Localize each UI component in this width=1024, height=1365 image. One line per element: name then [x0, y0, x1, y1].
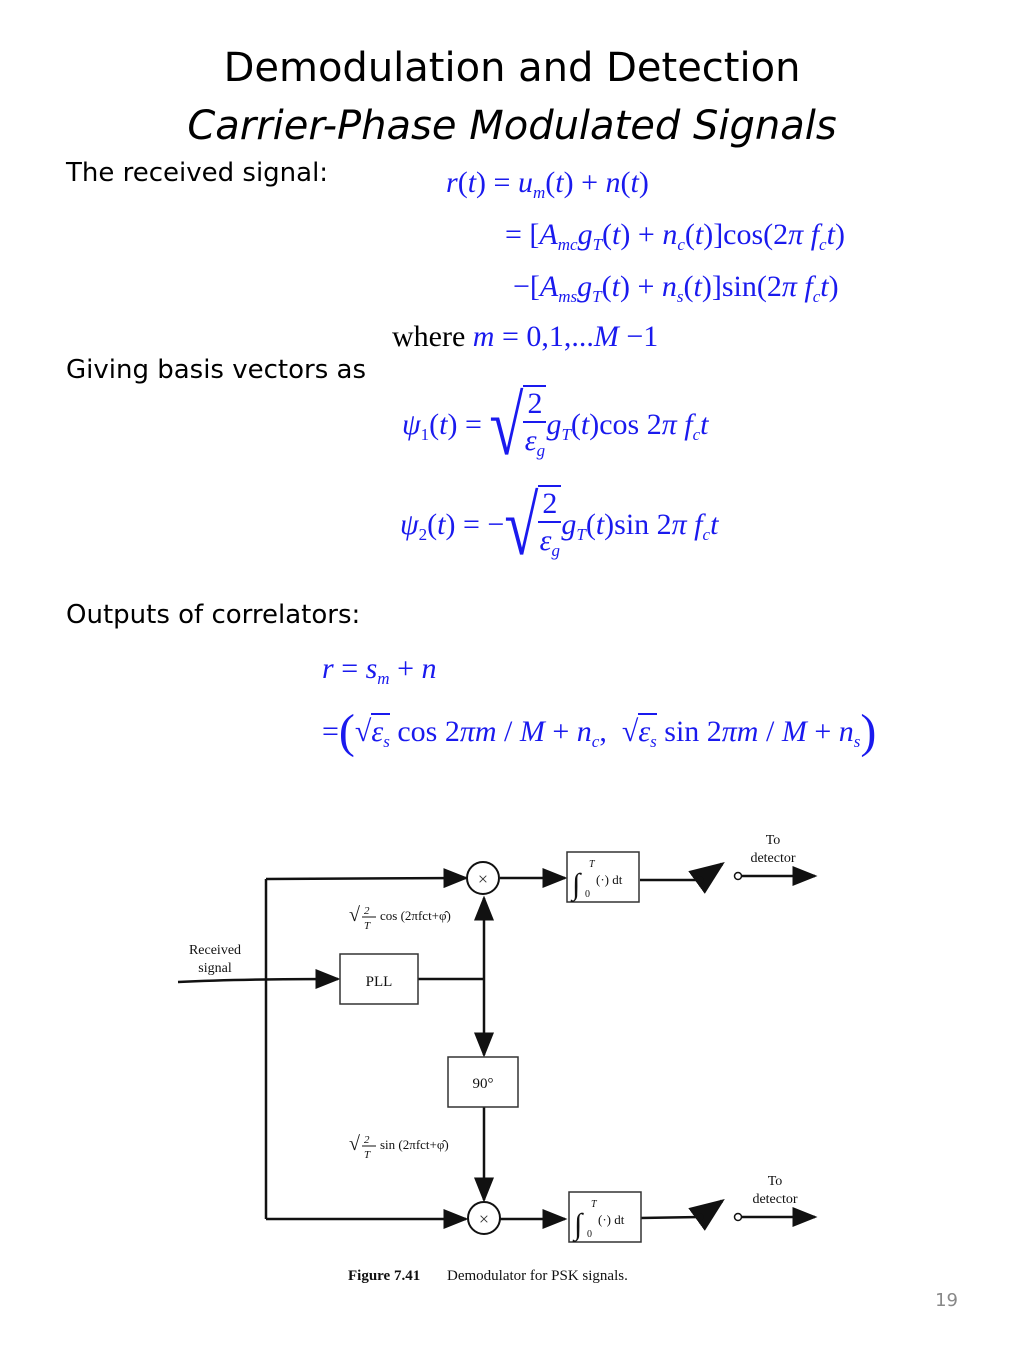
top-int-upper: T	[589, 859, 596, 870]
top-switch-contact	[733, 871, 743, 881]
top-integrator-block	[566, 851, 640, 903]
top-multiplier-symbol: ×	[478, 869, 488, 889]
cos-ref-label: cos (2πfct+φ̂)	[380, 908, 451, 923]
phase-shift-label: 90°	[473, 1076, 494, 1092]
bottom-multiplier-symbol: ×	[479, 1209, 489, 1229]
slide-subtitle: Carrier-Phase Modulated Signals	[187, 103, 837, 149]
sin-ref-label: sin (2πfct+φ̂)	[380, 1137, 449, 1152]
received-signal-label-2: signal	[198, 961, 232, 976]
page-number: 19	[935, 1290, 958, 1311]
bottom-output-label-1: To	[768, 1174, 783, 1189]
bottom-switch-pivot	[696, 1213, 704, 1221]
received-equation-line1: r(t) = um(t) + n(t)	[446, 166, 649, 202]
sin-ref-sqrt: √	[349, 1133, 360, 1155]
phase-shift-block	[447, 1056, 519, 1108]
output-equation-line1: r = sm + n	[322, 652, 437, 688]
pll-label: PLL	[366, 974, 393, 990]
top-switch-pivot	[696, 876, 704, 884]
correlator-outputs-label: Outputs of correlators:	[66, 600, 361, 630]
where-clause: where m = 0,1,...M −1	[392, 320, 659, 353]
bottom-int-lower: 0	[587, 1229, 592, 1240]
slide-title: Demodulation and Detection	[223, 45, 801, 91]
input-line	[177, 969, 341, 990]
cos-ref-num: 2	[364, 905, 370, 917]
bottom-output-label-2: detector	[752, 1192, 797, 1207]
bottom-int-upper: T	[591, 1199, 598, 1210]
top-switch-arm	[688, 861, 725, 894]
basis-vectors-label: Giving basis vectors as	[66, 355, 367, 385]
top-int-body: (·) dt	[596, 872, 623, 887]
top-integral-sign: ∫	[570, 868, 582, 903]
cos-ref-sqrt: √	[349, 904, 360, 926]
sin-ref-num: 2	[364, 1134, 370, 1146]
bottom-integral-sign: ∫	[572, 1208, 584, 1243]
bottom-switch-contact	[733, 1212, 743, 1222]
received-equation-line2: = [AmcgT(t) + nc(t)]cos(2π fct)	[505, 218, 845, 254]
output-equation-line2: =(√εs cos 2πm / M + nc, √εs sin 2πm / M …	[322, 705, 877, 758]
figure-caption-number: Figure 7.41	[348, 1268, 420, 1284]
sin-ref-den: T	[364, 1149, 371, 1161]
received-signal-label: The received signal:	[66, 158, 329, 188]
figure-caption-text: Demodulator for PSK signals.	[447, 1268, 628, 1284]
bottom-int-out-line	[639, 1215, 701, 1220]
top-output-label-2: detector	[750, 851, 795, 866]
where-word: where	[392, 320, 466, 353]
received-signal-label-1: Received	[189, 943, 241, 958]
received-equation-line3: −[AmsgT(t) + ns(t)]sin(2π fct)	[513, 270, 839, 306]
top-int-lower: 0	[585, 889, 590, 900]
cos-ref-den: T	[364, 920, 371, 932]
top-multiplier	[466, 861, 500, 895]
top-branch-line	[265, 868, 469, 889]
bottom-switch-arm	[688, 1198, 725, 1231]
bottom-int-body: (·) dt	[598, 1212, 625, 1227]
pll-block	[339, 953, 419, 1005]
top-output-label-1: To	[766, 833, 781, 848]
bottom-integrator-block	[568, 1191, 642, 1243]
bottom-multiplier	[467, 1201, 501, 1235]
